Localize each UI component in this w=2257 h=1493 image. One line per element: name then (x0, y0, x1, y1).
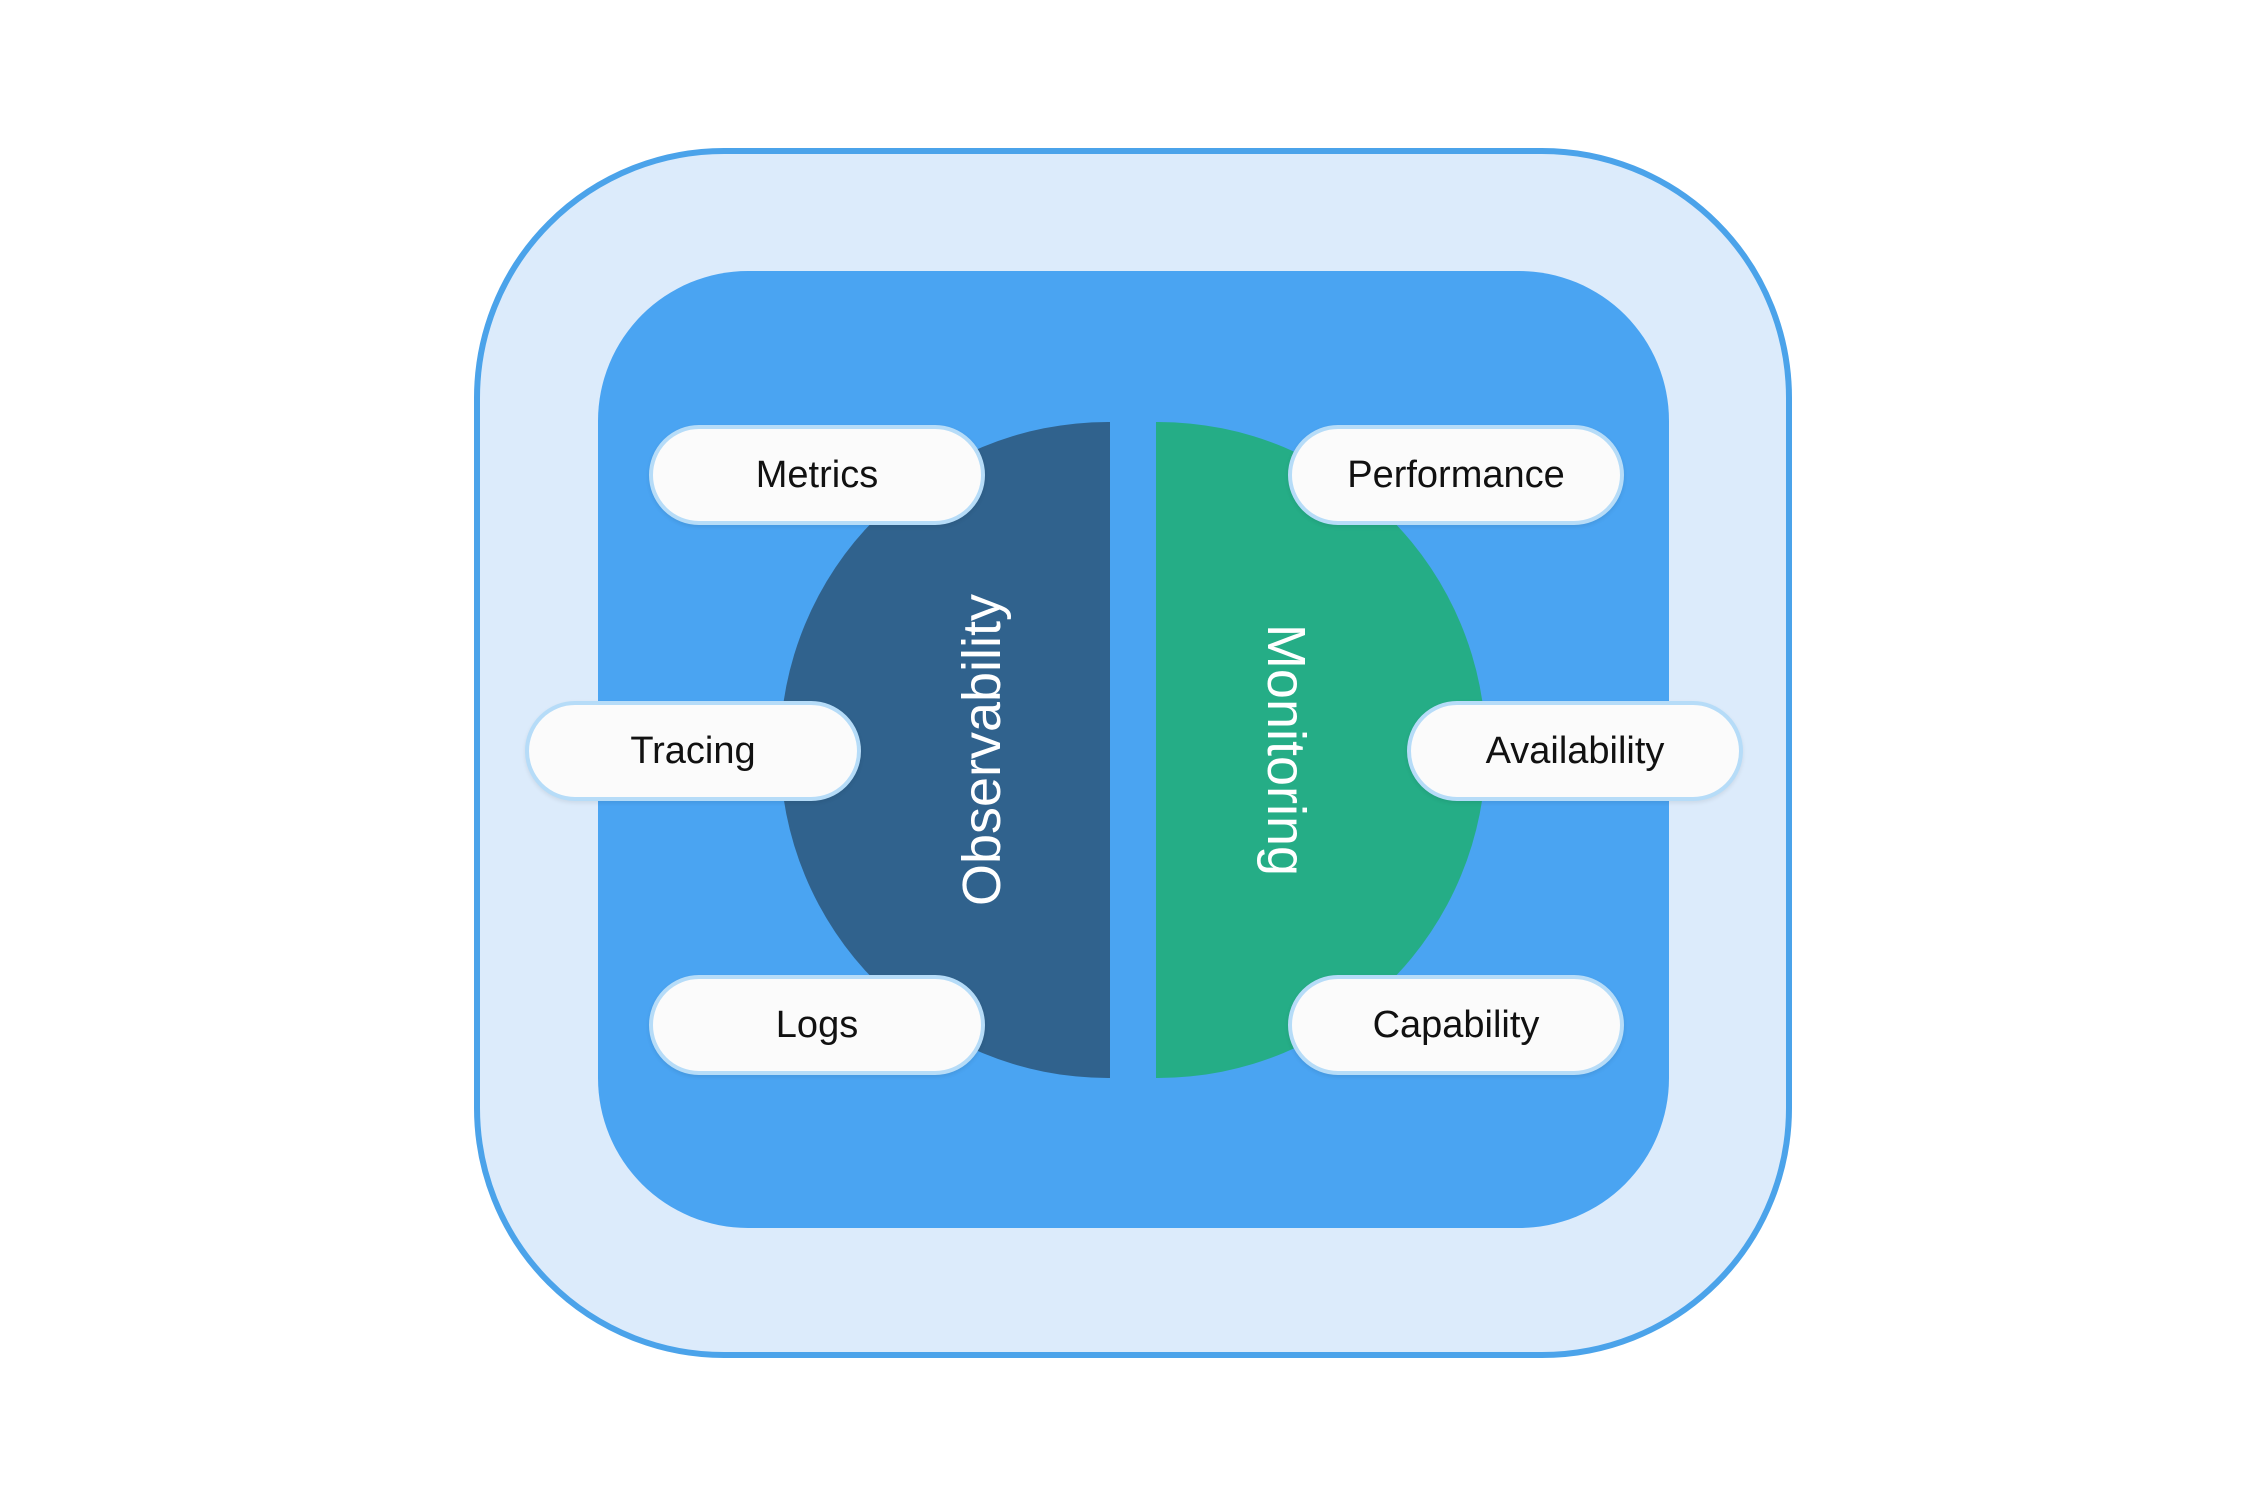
performance-pill: Performance (1288, 425, 1624, 525)
tracing-pill: Tracing (525, 701, 861, 801)
monitoring-label: Monitoring (1256, 623, 1316, 877)
logs-pill: Logs (649, 975, 985, 1075)
availability-pill: Availability (1407, 701, 1743, 801)
capability-pill: Capability (1288, 975, 1624, 1075)
metrics-pill: Metrics (649, 425, 985, 525)
observability-label: Observability (952, 593, 1012, 907)
